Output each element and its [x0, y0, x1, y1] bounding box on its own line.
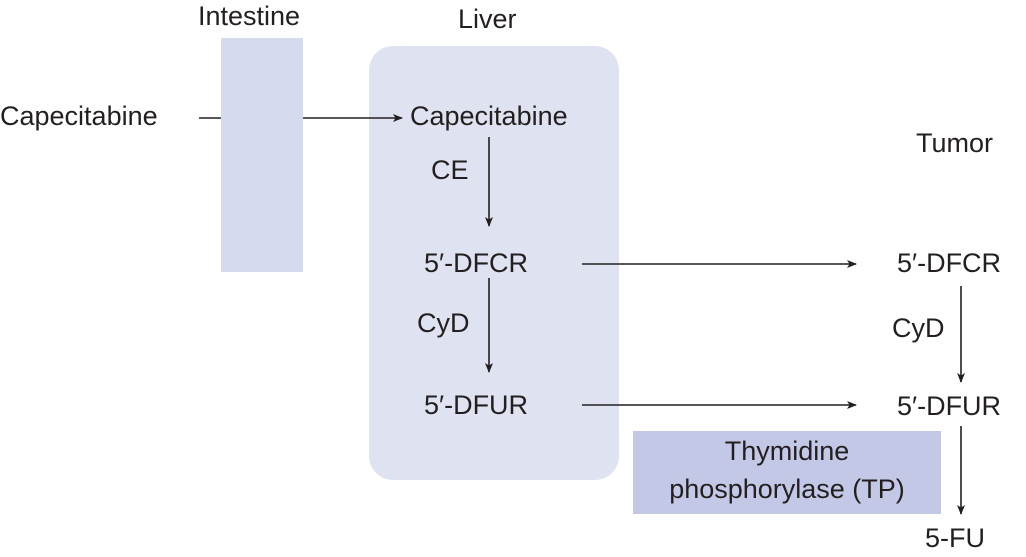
liver-region	[369, 46, 619, 480]
enzyme-tp-label-line2: phosphorylase (TP)	[669, 474, 905, 504]
intestine-label: Intestine	[198, 1, 301, 31]
enzyme-cyd-tumor-label: CyD	[892, 313, 945, 343]
intestine-region	[221, 38, 303, 272]
tumor-dfur-node: 5′-DFUR	[897, 391, 1002, 421]
tumor-label: Tumor	[916, 128, 994, 158]
enzyme-ce-label: CE	[431, 155, 469, 185]
tumor-5fu-node: 5-FU	[925, 523, 985, 553]
capecitabine-input-node: Capecitabine	[0, 101, 158, 131]
tp-enzyme-box	[633, 431, 941, 514]
enzyme-tp-label-line1: Thymidine	[724, 436, 850, 466]
liver-dfcr-node: 5′-DFCR	[424, 248, 529, 278]
enzyme-cyd-liver-label: CyD	[417, 308, 470, 338]
liver-dfur-node: 5′-DFUR	[424, 390, 529, 420]
liver-label: Liver	[458, 4, 517, 34]
tumor-dfcr-node: 5′-DFCR	[897, 248, 1002, 278]
liver-capecitabine-node: Capecitabine	[410, 101, 568, 131]
